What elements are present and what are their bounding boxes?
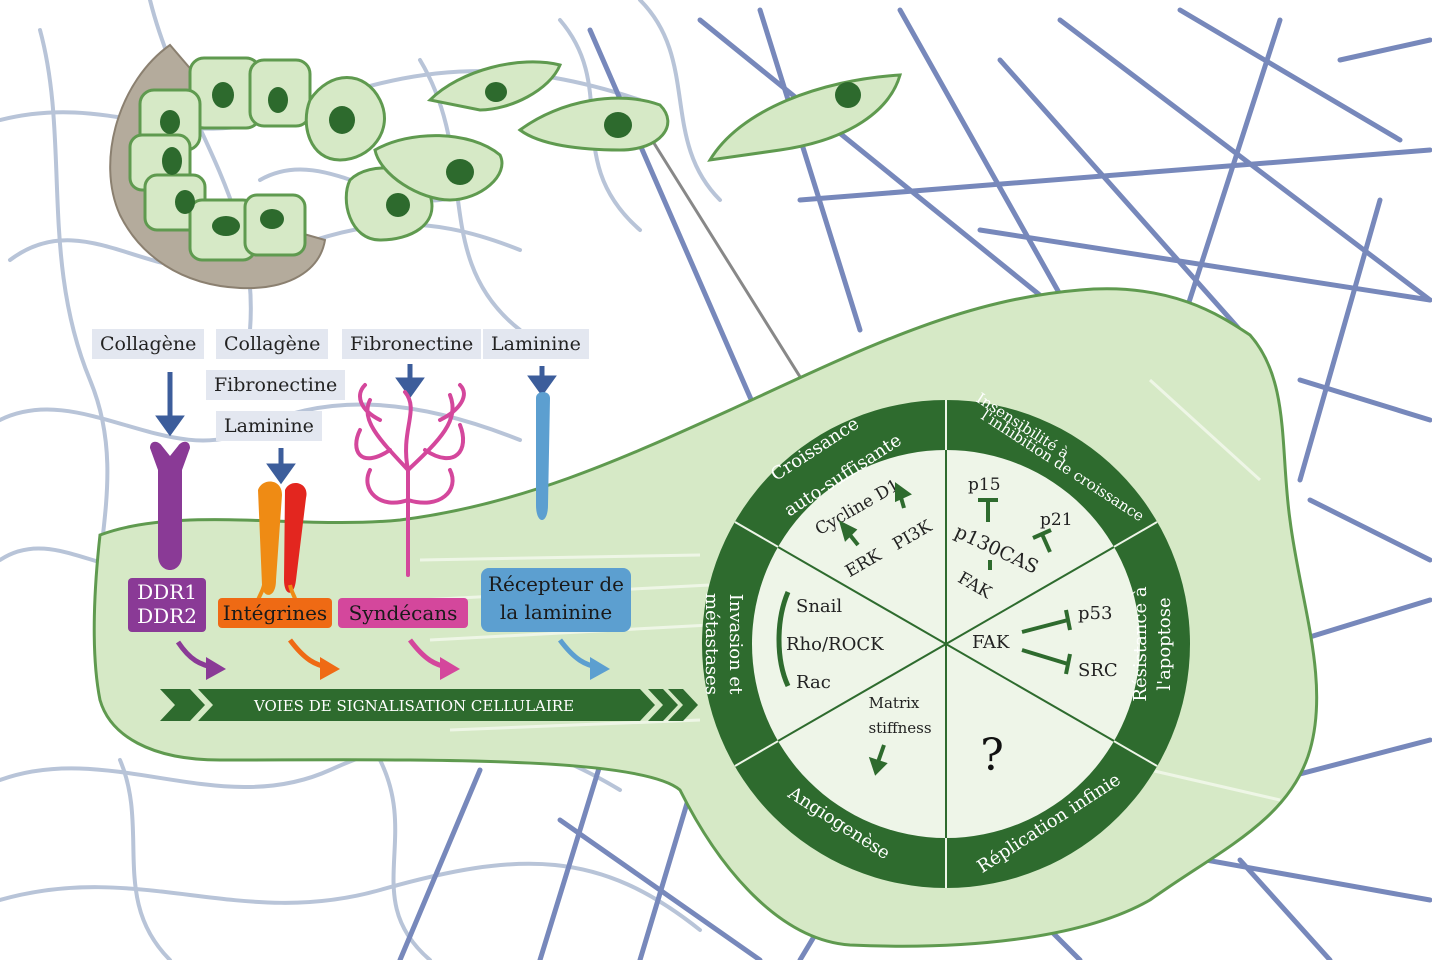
- angiogenesis-arrow: [868, 744, 888, 776]
- inner-question-mark: ?: [980, 730, 1004, 781]
- receptor-arrowheads: [206, 657, 610, 680]
- receptor-laminin-line2: la laminine: [499, 600, 613, 624]
- hallmark-label-invasion-1: Invasion et: [725, 594, 746, 695]
- inner-src: SRC: [1078, 660, 1118, 681]
- hallmark-label-apoptosis-2: l'apoptose: [1154, 597, 1175, 690]
- receptor-laminin-line1: Récepteur de: [487, 572, 625, 596]
- pathway-banner: VOIES DE SIGNALISATION CELLULAIRE: [160, 689, 698, 721]
- inner-stiffness: stiffness: [868, 719, 931, 737]
- receptor-ddr2: DDR2: [137, 604, 197, 628]
- pathway-banner-text: VOIES DE SIGNALISATION CELLULAIRE: [253, 697, 574, 715]
- wheel-inner-dividers: [777, 450, 1115, 838]
- integrin-orange-shape: [258, 481, 282, 595]
- receptor-syndecans: Syndécans: [338, 598, 468, 628]
- ligand-laminine-2: Laminine: [483, 329, 589, 359]
- inner-rac: Rac: [796, 672, 831, 693]
- ligand-arrows: [155, 364, 557, 485]
- inner-rho-rock: Rho/ROCK: [786, 634, 884, 655]
- syndecan-shape: [354, 383, 466, 577]
- inner-snail: Snail: [796, 596, 842, 617]
- growth-arrows: [838, 482, 912, 547]
- ligand-fibronectine-1: Fibronectine: [206, 370, 346, 400]
- invasion-bracket: [776, 591, 791, 688]
- inner-p21: p21: [1040, 510, 1073, 530]
- receptor-integrines: Intégrines: [218, 598, 332, 628]
- insensitivity-inhibitors: [978, 498, 1052, 570]
- hallmark-wheel: Croissance auto-suffisante Insensibilité…: [701, 389, 1190, 888]
- hallmark-label-apoptosis-1: Résistance à: [1130, 586, 1151, 701]
- migrating-cell-nuclei: [329, 82, 861, 217]
- epithelial-acinus: [109, 43, 327, 290]
- apoptosis-inhibitors: [1021, 609, 1072, 675]
- zoom-pointer-line: [650, 139, 814, 397]
- receptor-laminin: Récepteur de la laminine: [481, 568, 631, 632]
- inner-fak: FAK: [972, 632, 1010, 653]
- ligand-collagene-2: Collagène: [216, 329, 329, 359]
- ligand-fibronectine-2: Fibronectine: [342, 329, 482, 359]
- hallmark-label-invasion-2: métastases: [701, 593, 722, 695]
- inner-p15: p15: [968, 475, 1001, 495]
- inner-matrix: Matrix: [869, 694, 920, 712]
- integrin-red-shape: [284, 483, 307, 593]
- receptor-ddr: DDR1 DDR2: [128, 578, 206, 632]
- receptor-ddr1: DDR1: [137, 580, 197, 604]
- background-fibers-dark: [397, 7, 1432, 960]
- ligand-collagene-1: Collagène: [92, 329, 205, 359]
- laminin-receptor-shape: [536, 392, 550, 520]
- ligand-laminine-1: Laminine: [216, 411, 322, 441]
- ddr-receptor-shape: [150, 441, 190, 570]
- inner-p53: p53: [1078, 603, 1112, 624]
